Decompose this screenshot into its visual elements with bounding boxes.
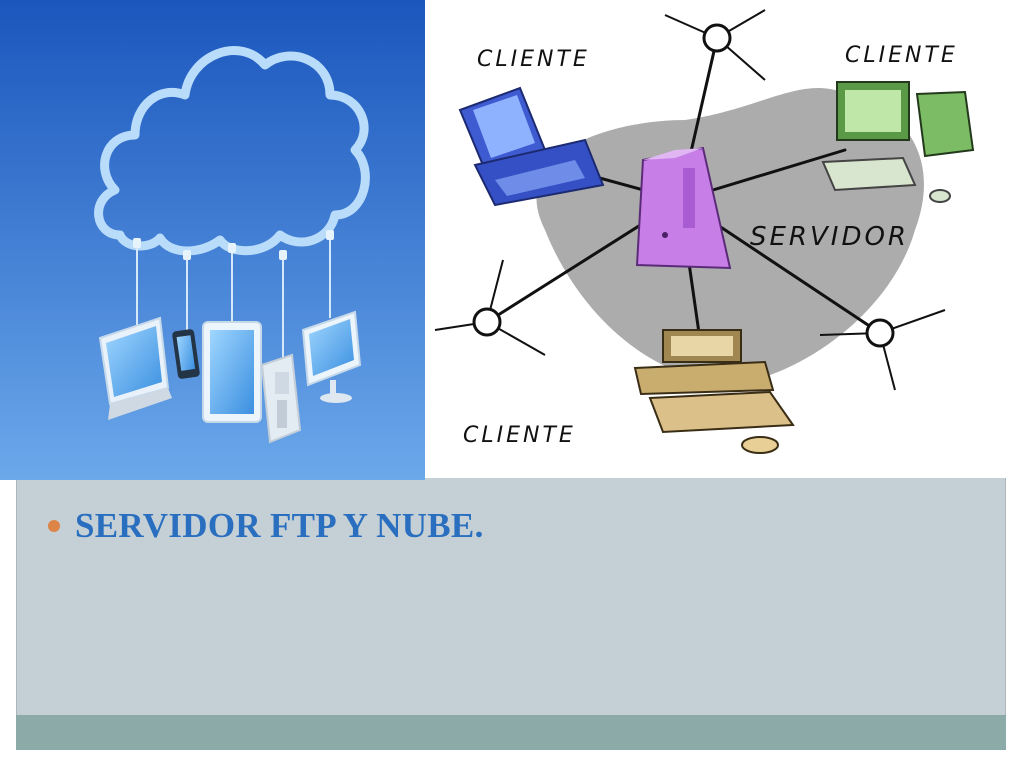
phone-icon xyxy=(172,329,200,379)
tablet-icon xyxy=(202,321,262,423)
computer-icon xyxy=(821,81,975,203)
cloud-illustration xyxy=(0,0,425,480)
server-label: SERVIDOR xyxy=(750,222,909,252)
client-label-bottom: CLIENTE xyxy=(463,423,576,448)
slide-bullet-text: SERVIDOR FTP Y NUBE. xyxy=(75,506,484,545)
computer-icon xyxy=(458,86,605,207)
network-node-right xyxy=(819,309,946,391)
client-label-top-right: CLIENTE xyxy=(845,43,958,68)
server-tower-icon xyxy=(635,146,732,270)
bullet-item: SERVIDOR FTP Y NUBE. xyxy=(48,506,484,546)
network-node-left xyxy=(434,259,546,356)
cloud-icon xyxy=(94,46,370,256)
computer-icon xyxy=(301,310,362,403)
bullet-icon xyxy=(48,520,60,532)
client-server-diagram: CLIENTE CLIENTE SERVIDOR CLIENTE xyxy=(425,0,1024,478)
network-node-top xyxy=(664,9,766,81)
laptop-icon xyxy=(98,316,172,420)
client-label-top-left: CLIENTE xyxy=(477,47,590,72)
slide-footer-band xyxy=(16,715,1006,750)
desktop-icon xyxy=(260,353,302,444)
computer-icon xyxy=(633,329,795,454)
